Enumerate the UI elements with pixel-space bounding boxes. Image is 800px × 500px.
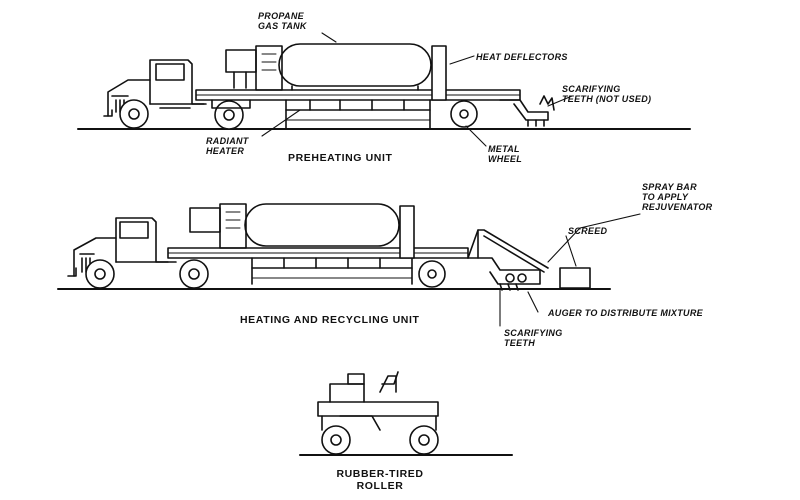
- roller-caption-line1: RUBBER-TIRED: [336, 468, 424, 480]
- truck-front-wheel-2: [86, 260, 114, 288]
- screed-label: SCREED: [568, 226, 608, 236]
- heat-deflectors-label: HEAT DEFLECTORS: [476, 52, 568, 62]
- truck-rear-wheel: [215, 101, 243, 129]
- roller-caption: RUBBER-TIRED ROLLER: [326, 468, 434, 492]
- scarifying-teeth-unused-line1: SCARIFYING: [562, 84, 621, 94]
- propane-tank: [279, 44, 431, 90]
- auger-assembly: [468, 258, 540, 290]
- truck-rear-wheel-2: [180, 260, 208, 288]
- propane-tank-2: [245, 204, 399, 246]
- scarifying-teeth-unused-line2: TEETH (NOT USED): [562, 94, 652, 104]
- scarifying-teeth-line1: SCARIFYING: [504, 328, 563, 338]
- burner-box-2: [190, 204, 246, 248]
- truck-cab: [104, 60, 206, 116]
- spray-bar-line3: REJUVENATOR: [642, 202, 713, 212]
- spray-bar-line1: SPRAY BAR: [642, 182, 697, 192]
- burner-box: [226, 46, 282, 90]
- radiant-heater-label: RADIANT HEATER: [206, 136, 249, 156]
- preheating-caption: PREHEATING UNIT: [288, 152, 393, 164]
- metal-wheel: [451, 101, 477, 127]
- roller-drawing: [300, 372, 512, 455]
- propane-tank-label-line2: GAS TANK: [258, 21, 307, 31]
- heat-deflector-2: [400, 206, 414, 258]
- scarifying-teeth-unused-label: SCARIFYING TEETH (NOT USED): [562, 84, 651, 104]
- propane-tank-label: PROPANE GAS TANK: [258, 11, 307, 31]
- truck-cab-2: [68, 218, 176, 276]
- recycling-leaders: [500, 214, 640, 326]
- metal-wheel-line2: WHEEL: [488, 154, 522, 164]
- roller-body: [318, 372, 438, 430]
- propane-tank-label-line1: PROPANE: [258, 11, 304, 21]
- metal-wheel-label: METAL WHEEL: [488, 144, 522, 164]
- recycling-unit-drawing: [58, 204, 640, 326]
- scarifying-teeth-line2: TEETH: [504, 338, 536, 348]
- preheating-unit-drawing: [78, 33, 690, 146]
- spray-bar-label: SPRAY BAR TO APPLY REJUVENATOR: [642, 182, 712, 212]
- auger-label: AUGER TO DISTRIBUTE MIXTURE: [548, 308, 703, 318]
- rear-wheel-2: [419, 261, 445, 287]
- scarifying-teeth-unused: [500, 96, 554, 126]
- scarifying-teeth-label: SCARIFYING TEETH: [504, 328, 563, 348]
- truck-front-wheel: [120, 100, 148, 128]
- radiant-heater-line1: RADIANT: [206, 136, 249, 146]
- metal-wheel-line1: METAL: [488, 144, 520, 154]
- roller-caption-line2: ROLLER: [356, 480, 404, 492]
- spray-bar-line2: TO APPLY: [642, 192, 689, 202]
- recycling-caption: HEATING AND RECYCLING UNIT: [240, 314, 420, 326]
- preheating-leaders: [262, 33, 572, 146]
- heat-deflector: [432, 46, 446, 100]
- roller-tires: [322, 426, 438, 454]
- radiant-heater-line2: HEATER: [206, 146, 245, 156]
- screed-box: [560, 268, 590, 288]
- spray-bar-arm: [468, 230, 548, 272]
